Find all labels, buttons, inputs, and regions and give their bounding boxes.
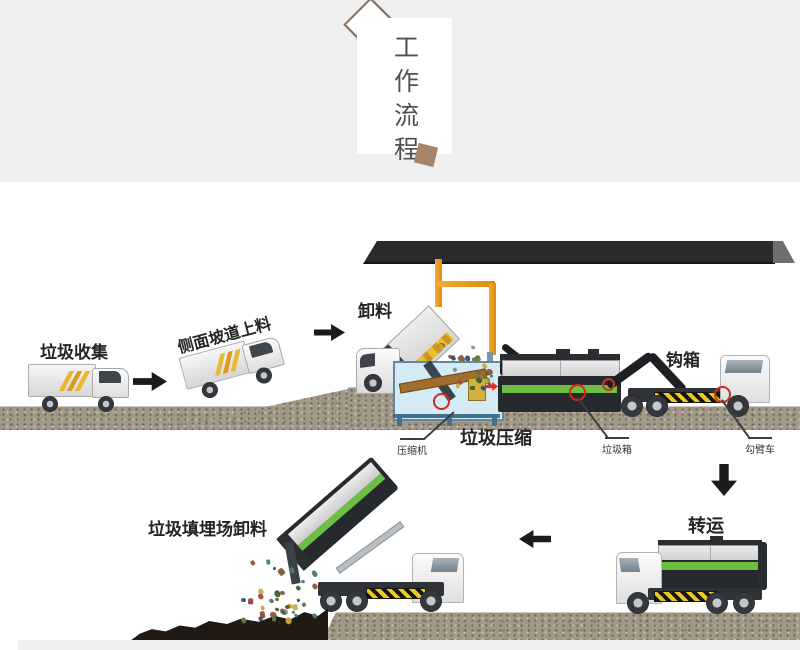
wheel-icon	[420, 590, 442, 612]
wheel-icon	[706, 592, 728, 614]
wheel-icon	[98, 396, 114, 412]
flow-arrow-down-icon	[711, 464, 737, 496]
garbage-debris	[228, 597, 323, 625]
canopy-roof-end	[773, 241, 795, 263]
hazard-stripe	[366, 588, 426, 599]
wheel-icon	[320, 590, 342, 612]
compressor-highlight-circle	[433, 393, 450, 410]
flow-arrow-right-icon	[133, 372, 167, 391]
label-compress: 垃圾压缩	[460, 428, 532, 448]
support-pole-icon	[489, 283, 496, 355]
hook-arm-truck	[600, 344, 770, 420]
truck-window	[430, 558, 460, 572]
wheel-icon	[727, 395, 749, 417]
collection-truck	[28, 362, 130, 414]
hook-icon	[602, 378, 615, 391]
callout-hook-arm-truck: 勾臂车	[745, 445, 775, 456]
label-garbage-collect: 垃圾收集	[40, 343, 108, 362]
support-pole-icon	[437, 281, 495, 287]
label-landfill: 垃圾填埋场卸料	[148, 520, 267, 539]
label-unload: 卸料	[358, 302, 392, 321]
flow-arrow-left-icon	[519, 530, 551, 548]
wheel-icon	[646, 395, 668, 417]
callout-line	[400, 438, 425, 440]
truck-window	[360, 352, 375, 369]
callout-line	[605, 437, 629, 439]
wheel-icon	[621, 395, 643, 417]
wheel-icon	[627, 592, 649, 614]
truck-window	[618, 558, 641, 572]
truck-window	[724, 360, 764, 373]
landfill-truck	[272, 456, 472, 618]
label-hook-box: 钩箱	[666, 351, 700, 370]
page-title: 工作流程	[390, 34, 419, 170]
flow-arrow-right-icon	[314, 324, 345, 341]
footer-band	[18, 640, 800, 650]
wheel-icon	[733, 592, 755, 614]
canopy-roof	[363, 241, 775, 264]
wheel-icon	[364, 374, 382, 392]
push-direction-arrow-icon	[485, 382, 498, 391]
callout-garbage-box: 垃圾箱	[602, 445, 632, 456]
transfer-truck	[614, 536, 770, 616]
wheel-icon	[42, 396, 58, 412]
container-highlight-circle	[569, 384, 586, 401]
callout-line	[748, 437, 772, 439]
ground-strip-bottom	[322, 612, 800, 641]
label-transfer: 转运	[688, 516, 724, 536]
callout-compressor: 压缩机	[397, 446, 427, 457]
wheel-icon	[346, 590, 368, 612]
title-card: 工作流程	[357, 18, 452, 170]
